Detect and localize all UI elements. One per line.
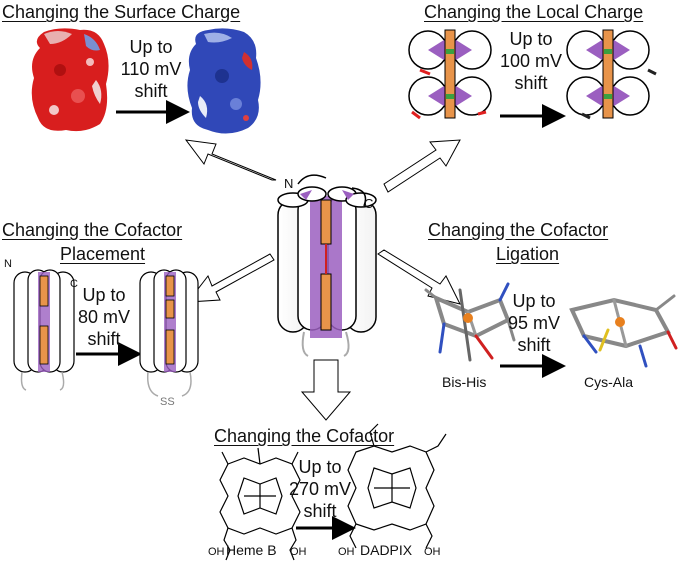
cofactor-shift-text: Up to 270 mV shift <box>288 456 352 522</box>
shift-line: shift <box>134 81 168 101</box>
arrow-to-surface <box>184 139 277 181</box>
heme-b-label: Heme B <box>226 542 277 558</box>
center-n-label: N <box>284 176 294 191</box>
shift-line: Up to <box>298 457 342 477</box>
local-charge-after <box>566 29 657 120</box>
shift-line: Up to <box>82 285 126 305</box>
dadpix-label: DADPIX <box>360 542 413 558</box>
local-shift-text: Up to 100 mV shift <box>494 28 568 94</box>
placement-title-line2: Placement <box>60 244 146 264</box>
shift-line: Up to <box>509 29 553 49</box>
placement-n-label: N <box>4 258 12 270</box>
placement-shift-text: Up to 80 mV shift <box>72 284 136 350</box>
shift-line: Up to <box>512 291 556 311</box>
ligation-title-line1: Changing the Cofactor <box>428 220 609 240</box>
placement-after-bundle <box>139 269 199 397</box>
cys-ala-heme-model <box>569 294 678 368</box>
local-charge-before <box>408 29 492 120</box>
ligation-shift-text: Up to 95 mV shift <box>502 290 566 356</box>
shift-line: 100 mV <box>499 51 563 71</box>
arrow-to-local <box>383 139 461 193</box>
ligation-title-line2: Ligation <box>496 244 560 264</box>
cofactor-title: Changing the Cofactor <box>214 426 395 446</box>
bis-his-label: Bis-His <box>442 374 487 390</box>
local-charge-title: Changing the Local Charge <box>424 2 644 22</box>
shift-line: 80 mV <box>77 307 131 327</box>
dadpix-oh-label-left: OH <box>338 546 355 558</box>
shift-line: Up to <box>129 37 173 57</box>
center-c-label: C <box>364 196 374 211</box>
placement-c-label: C <box>70 278 78 290</box>
cys-ala-label: Cys-Ala <box>584 374 634 390</box>
shift-line: shift <box>303 501 337 521</box>
blue-surface-protein <box>187 28 261 134</box>
arrow-to-ligation <box>377 249 461 305</box>
shift-line: shift <box>514 73 548 93</box>
arrow-to-placement <box>186 253 275 303</box>
center-helix-bundle <box>277 174 377 357</box>
heme-b-structure <box>219 447 301 561</box>
shift-line: shift <box>87 329 121 349</box>
heme-b-oh-label-left: OH <box>208 546 225 558</box>
shift-line: shift <box>517 335 551 355</box>
placement-before-bundle <box>13 269 75 391</box>
arrow-to-cofactor <box>300 359 352 421</box>
surface-charge-title: Changing the Surface Charge <box>2 2 241 22</box>
shift-line: 270 mV <box>288 479 352 499</box>
surface-shift-text: Up to 110 mV shift <box>114 36 188 102</box>
heme-b-oh-label-right: OH <box>290 546 307 558</box>
bis-his-heme-model <box>424 282 516 362</box>
red-surface-protein <box>31 28 109 132</box>
dadpix-oh-label-right: OH <box>424 546 441 558</box>
shift-line: 95 mV <box>507 313 561 333</box>
shift-line: 110 mV <box>120 59 182 79</box>
dadpix-structure <box>347 423 447 549</box>
placement-title-line1: Changing the Cofactor <box>2 220 183 240</box>
placement-ss-label: SS <box>160 396 175 408</box>
